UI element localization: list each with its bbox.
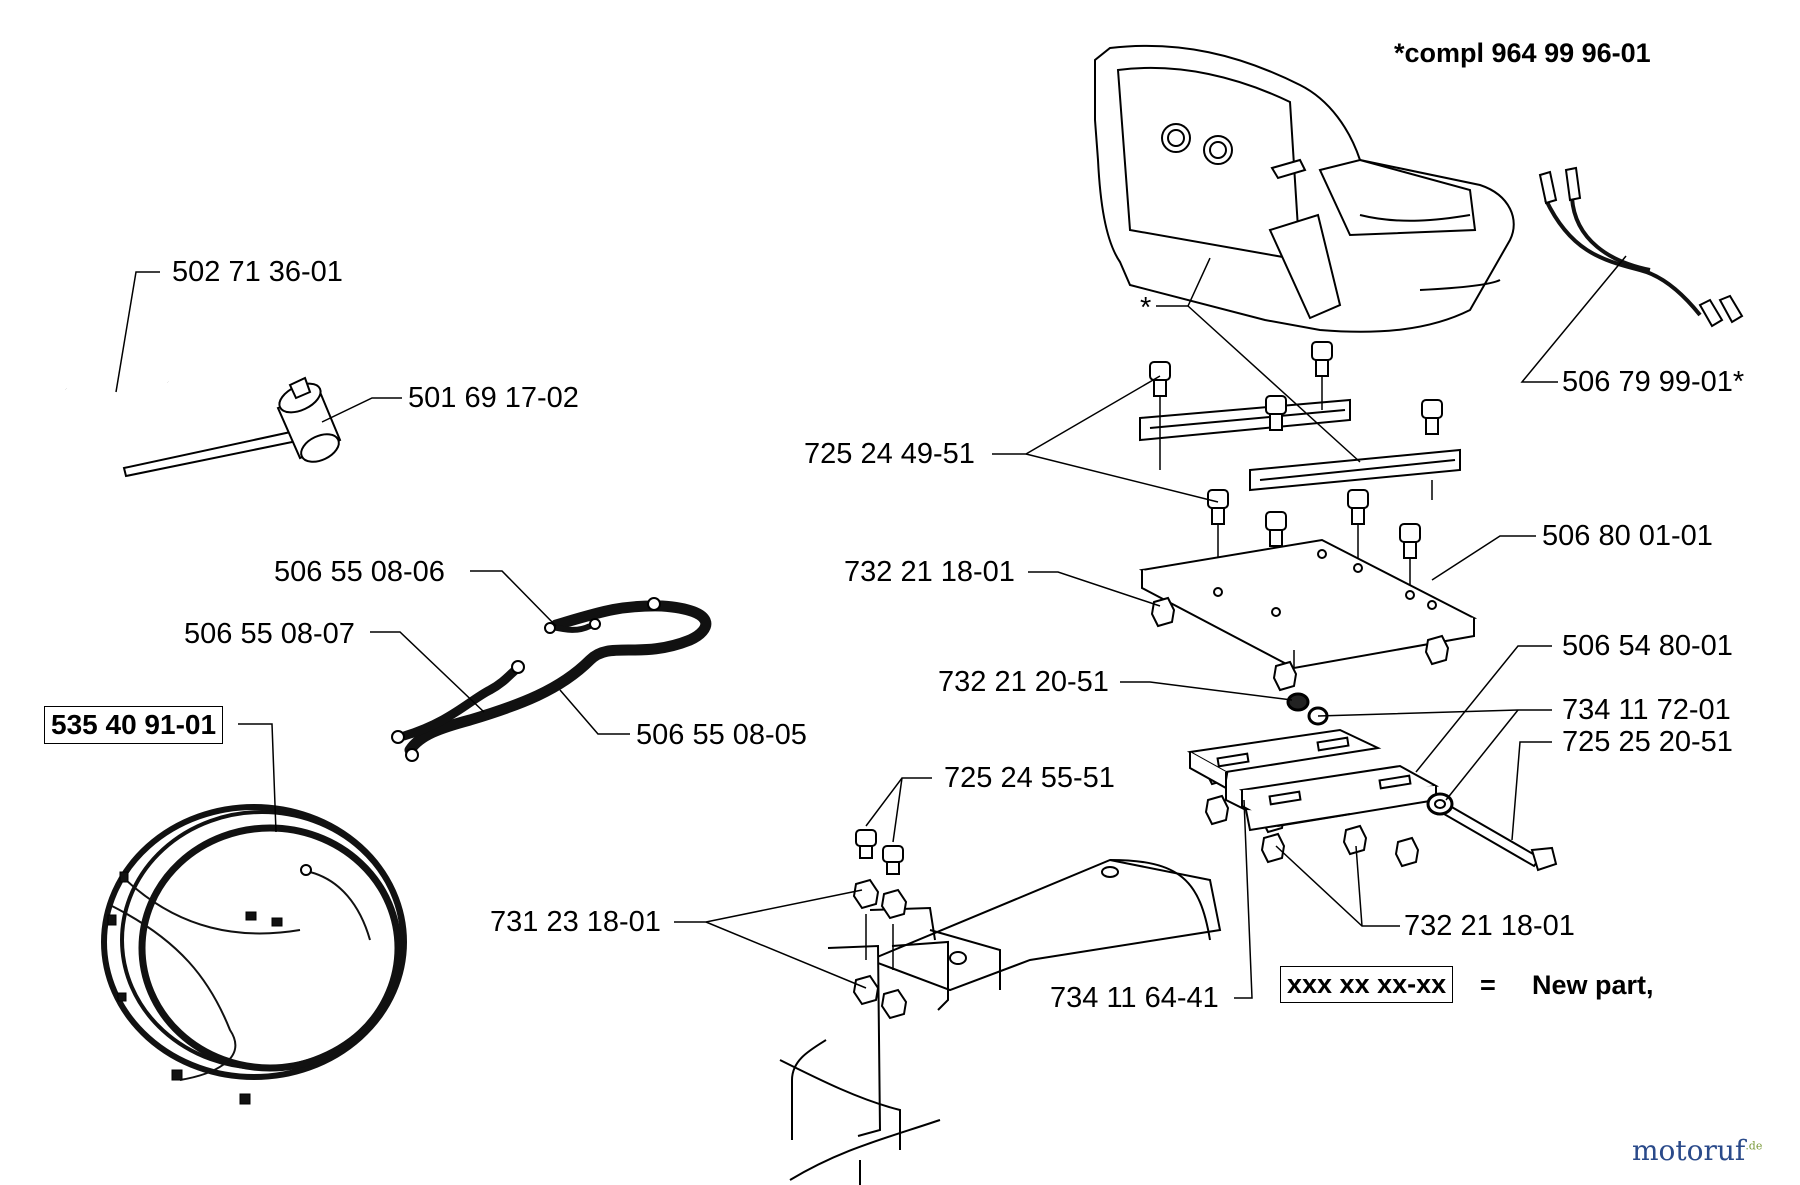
seat-drawing [1094, 44, 1515, 333]
part-number-label: 502 71 36-01 [172, 256, 343, 288]
part-number-label: 506 55 08-07 [184, 618, 355, 650]
part-number-label: 506 80 01-01 [1542, 520, 1713, 552]
watermark-tld: .de [1745, 1139, 1763, 1153]
plug-wrench-drawing [122, 376, 342, 478]
part-number-label: 506 55 08-06 [274, 556, 445, 588]
part-number-label: 725 25 20-51 [1562, 726, 1733, 758]
long-bolt-drawing [1426, 792, 1558, 872]
part-number-label: 725 24 49-51 [804, 438, 975, 470]
leader-lines [115, 255, 1627, 999]
wiring-harness-drawing [101, 804, 407, 1105]
new-part-legend-code: xxx xx xx-xx [1280, 966, 1454, 1003]
part-number-label-boxed: 535 40 91-01 [44, 706, 224, 744]
part-number-label: 506 54 80-01 [1562, 630, 1733, 662]
brackets-drawing [1186, 728, 1440, 832]
frame-bolts-drawing [852, 829, 908, 1020]
battery-cables-drawing [391, 597, 712, 762]
part-number-label: 501 69 17-02 [408, 382, 579, 414]
allen-key-drawing [64, 380, 178, 406]
new-part-legend-text: New part, [1532, 970, 1654, 1000]
watermark-logo: motoruf.de [1632, 1134, 1762, 1167]
part-number-label: 732 21 18-01 [1404, 910, 1575, 942]
slide-rails-drawing [1139, 398, 1461, 492]
part-number-label: 506 79 99-01* [1562, 366, 1745, 398]
part-number-label: 725 24 55-51 [944, 762, 1115, 794]
seat-switch-wire-drawing [1538, 166, 1744, 328]
frame-drawing [779, 858, 1222, 1185]
new-part-legend-equals: = [1480, 970, 1496, 1000]
part-number-label: 734 11 64-41 [1050, 982, 1219, 1014]
part-number-label: 732 21 18-01 [844, 556, 1015, 588]
assembly-star-label: * [1140, 292, 1152, 324]
part-number-label: 506 55 08-05 [636, 719, 807, 751]
part-number-label: 731 23 18-01 [490, 906, 661, 938]
complete-seat-label: *compl 964 99 96-01 [1394, 38, 1651, 68]
seat-plate-drawing [1138, 538, 1478, 670]
part-number-label: 734 11 72-01 [1562, 694, 1731, 726]
watermark-name: motoruf [1632, 1134, 1746, 1167]
part-number-label: 732 21 20-51 [938, 666, 1109, 698]
